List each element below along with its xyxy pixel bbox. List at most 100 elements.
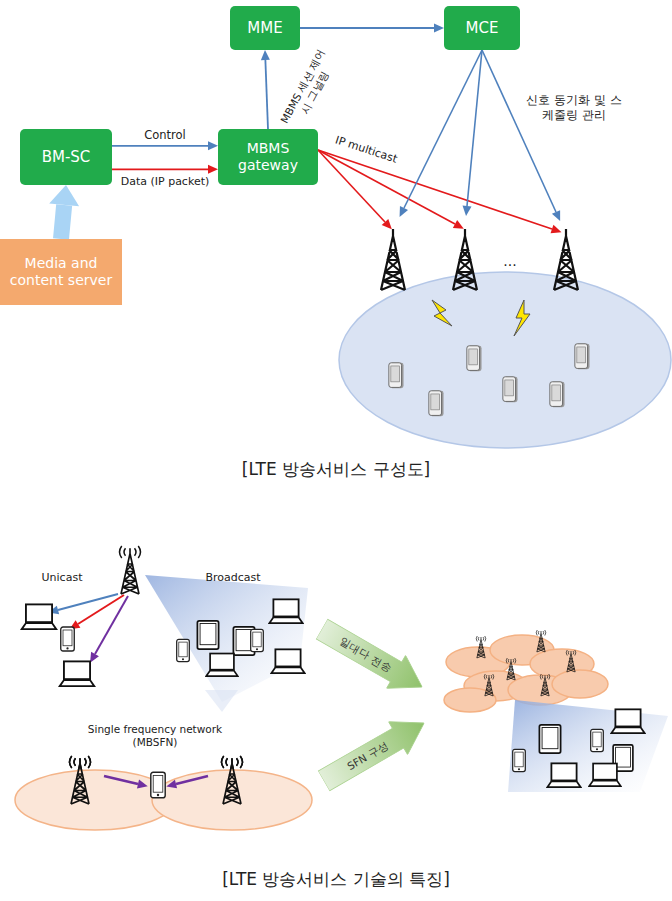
coverage-area <box>339 272 671 448</box>
phone-symbol <box>151 772 165 798</box>
mode-label: Single frequency network (MBSFN) <box>70 723 240 749</box>
node-text: MCE <box>466 19 499 37</box>
device-symbol <box>22 599 305 686</box>
unicast-line <box>58 594 128 654</box>
multicast-line <box>318 150 552 229</box>
tower-symbol <box>222 756 243 804</box>
device-symbol <box>539 725 560 753</box>
lightning-symbol <box>432 300 530 336</box>
device-symbol <box>197 621 218 649</box>
entity-box: MCE <box>444 6 520 50</box>
arrow-outline <box>312 613 431 704</box>
arrow-outline <box>314 707 433 798</box>
node-label: MCE <box>466 19 499 37</box>
device-symbol <box>589 764 620 787</box>
tower-symbol <box>554 229 578 290</box>
node-text: MME <box>247 19 282 37</box>
tower-symbol <box>70 756 91 804</box>
tower-symbol <box>536 630 546 652</box>
device-symbol <box>60 661 95 686</box>
node-label: BM-SC <box>42 148 91 166</box>
sfn-cell <box>15 770 175 830</box>
tower-symbol <box>540 674 550 696</box>
arrow-shape: 일대다 전송 <box>312 613 431 704</box>
sync-line <box>467 50 482 206</box>
phone-symbol <box>389 363 404 388</box>
tower-symbol <box>381 229 405 290</box>
coverage-area <box>339 272 671 448</box>
cell-cluster <box>552 670 608 698</box>
multicast-line <box>318 150 552 229</box>
cluster-beam <box>508 700 668 792</box>
sfn-line <box>176 776 208 784</box>
lightning-symbol <box>514 300 530 336</box>
tower-symbol <box>476 630 576 696</box>
node-text: MBMS gateway <box>228 140 308 174</box>
figure-caption: [LTE 방송서비스 기술의 특징] <box>222 869 450 890</box>
mode-label: Unicast <box>42 571 83 585</box>
sync-line <box>482 50 556 212</box>
device-symbol <box>22 604 57 629</box>
phone-symbol <box>429 391 444 416</box>
broadcast-beam <box>145 575 308 712</box>
phone-symbol <box>575 344 590 369</box>
figure-caption: [LTE 방송서비스 구성도] <box>242 459 430 480</box>
phone-symbol <box>467 346 482 371</box>
sfn-line <box>104 776 138 784</box>
connector-arrow <box>300 27 434 29</box>
tower-symbol <box>476 636 486 658</box>
connector-arrow <box>265 60 268 129</box>
ellipsis-mark: ... <box>503 253 516 271</box>
phone-symbol <box>389 344 590 416</box>
node-label: MBMS gateway <box>228 140 308 174</box>
tower-symbol <box>453 229 477 290</box>
phone-symbol <box>503 377 518 402</box>
phone-symbol <box>550 382 565 407</box>
sfn-cell <box>15 770 312 830</box>
unicast-line <box>58 594 118 610</box>
sync-line <box>404 50 482 208</box>
unicast-line <box>78 595 124 624</box>
note-label: 신호 동기화 및 스케줄링 관리 <box>522 93 626 123</box>
edge-label: Data (IP packet) <box>121 175 210 189</box>
device-symbol <box>206 654 237 677</box>
device-symbol <box>251 629 264 651</box>
entity-box: MME <box>230 6 300 50</box>
device-symbol <box>61 627 75 651</box>
connector-arrow <box>61 205 64 239</box>
node-text: Media and content server <box>9 255 113 289</box>
sync-line <box>404 50 556 212</box>
phone-symbol <box>151 772 165 798</box>
tower-symbol <box>120 546 141 594</box>
connector-arrow <box>112 168 208 170</box>
tower-symbol <box>70 546 243 804</box>
tower-symbol <box>70 756 243 804</box>
connector-arrow <box>112 145 208 147</box>
tower-symbol <box>484 674 494 696</box>
device-symbol <box>269 599 302 623</box>
unicast-line <box>95 596 128 654</box>
server-box: Media and content server <box>0 239 122 305</box>
cluster-beam <box>508 700 668 792</box>
edge-label: Control <box>144 128 186 142</box>
tower-symbol <box>381 229 578 290</box>
tower-symbol <box>506 658 516 680</box>
node-text: BM-SC <box>42 148 91 166</box>
arrow-shape: SFN 구성 <box>314 707 433 798</box>
node-label: Media and content server <box>9 255 113 289</box>
broadcast-beam <box>205 690 238 712</box>
entity-box: BM-SC <box>20 129 112 185</box>
mode-label: Broadcast <box>205 571 260 585</box>
line-label: IP multicast <box>333 134 398 167</box>
device-symbol <box>271 649 304 673</box>
device-symbol <box>177 639 190 661</box>
device-symbol <box>547 763 580 787</box>
tower-symbol <box>566 650 576 672</box>
node-label: MME <box>247 19 282 37</box>
broadcast-beam <box>145 575 308 702</box>
cell-cluster <box>444 635 608 712</box>
device-symbol <box>591 729 604 751</box>
lightning-symbol <box>432 300 452 326</box>
device-symbol <box>513 749 526 771</box>
edge-label: MBMS 세션 제어 시 그널링 <box>274 41 342 138</box>
